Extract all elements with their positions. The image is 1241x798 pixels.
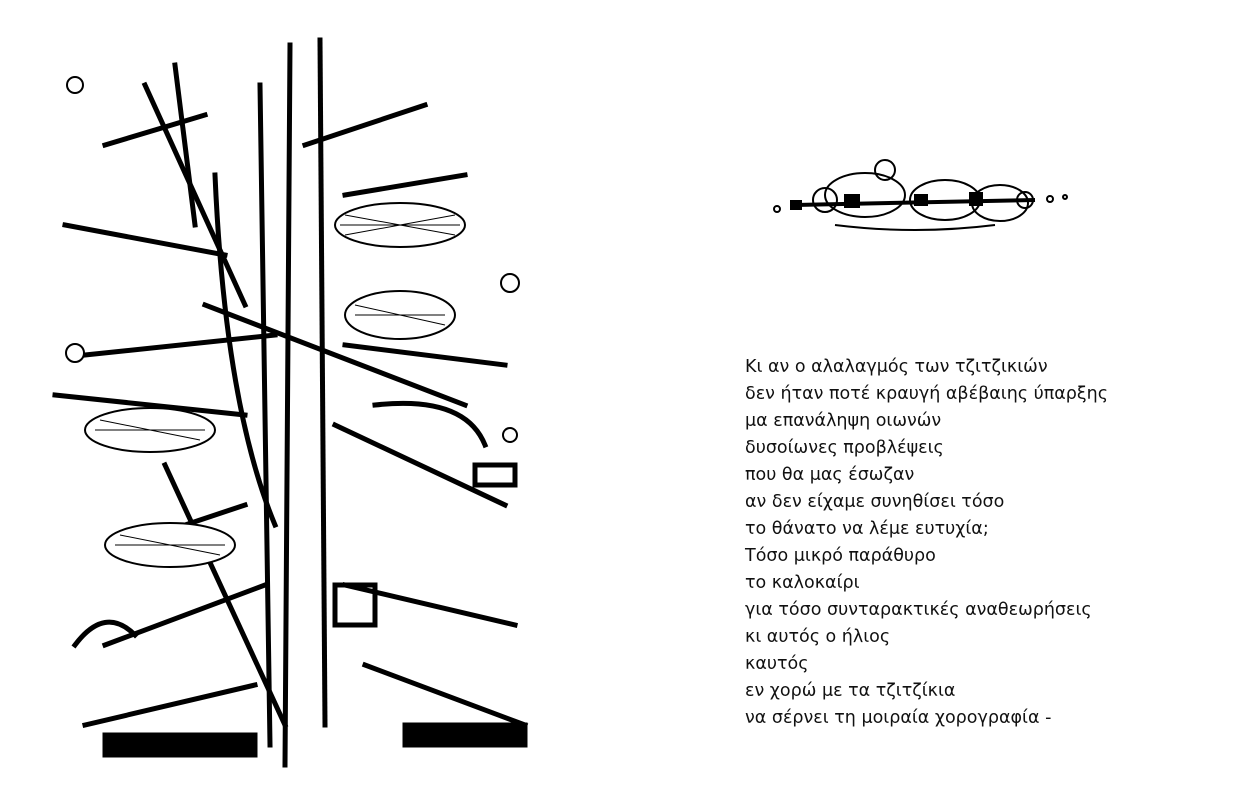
poem: Κι αν ο αλαλαγμός των τζιτζικιών δεν ήτα… xyxy=(745,354,1108,732)
poem-line: εν χορώ με τα τζιτζίκια xyxy=(745,681,956,701)
poem-line: που θα μας έσωζαν xyxy=(745,465,915,485)
poem-line: για τόσο συνταρακτικές αναθεωρήσεις xyxy=(745,600,1092,620)
poem-line: δυσοίωνες προβλέψεις xyxy=(745,438,944,458)
poem-line: καυτός xyxy=(745,654,809,674)
poem-line: αν δεν είχαμε συνηθίσει τόσο xyxy=(745,492,1005,512)
poem-line: Κι αν ο αλαλαγμός των τζιτζικιών xyxy=(745,357,1048,377)
poem-line: μα επανάληψη οιωνών xyxy=(745,411,942,431)
poem-line: Τόσο μικρό παράθυρο xyxy=(745,546,936,566)
ink-illustration-cicadas xyxy=(52,37,529,768)
poem-line: δεν ήταν ποτέ κραυγή αβέβαιης ύπαρξης xyxy=(745,384,1109,404)
poem-line: να σέρνει τη μοιραία χορογραφία - xyxy=(745,708,1052,728)
chain-ornament xyxy=(773,159,1068,231)
poem-line: το καλοκαίρι xyxy=(745,573,860,593)
poem-line: κι αυτός ο ήλιος xyxy=(745,627,891,647)
poem-line: το θάνατο να λέμε ευτυχία; xyxy=(745,519,989,539)
